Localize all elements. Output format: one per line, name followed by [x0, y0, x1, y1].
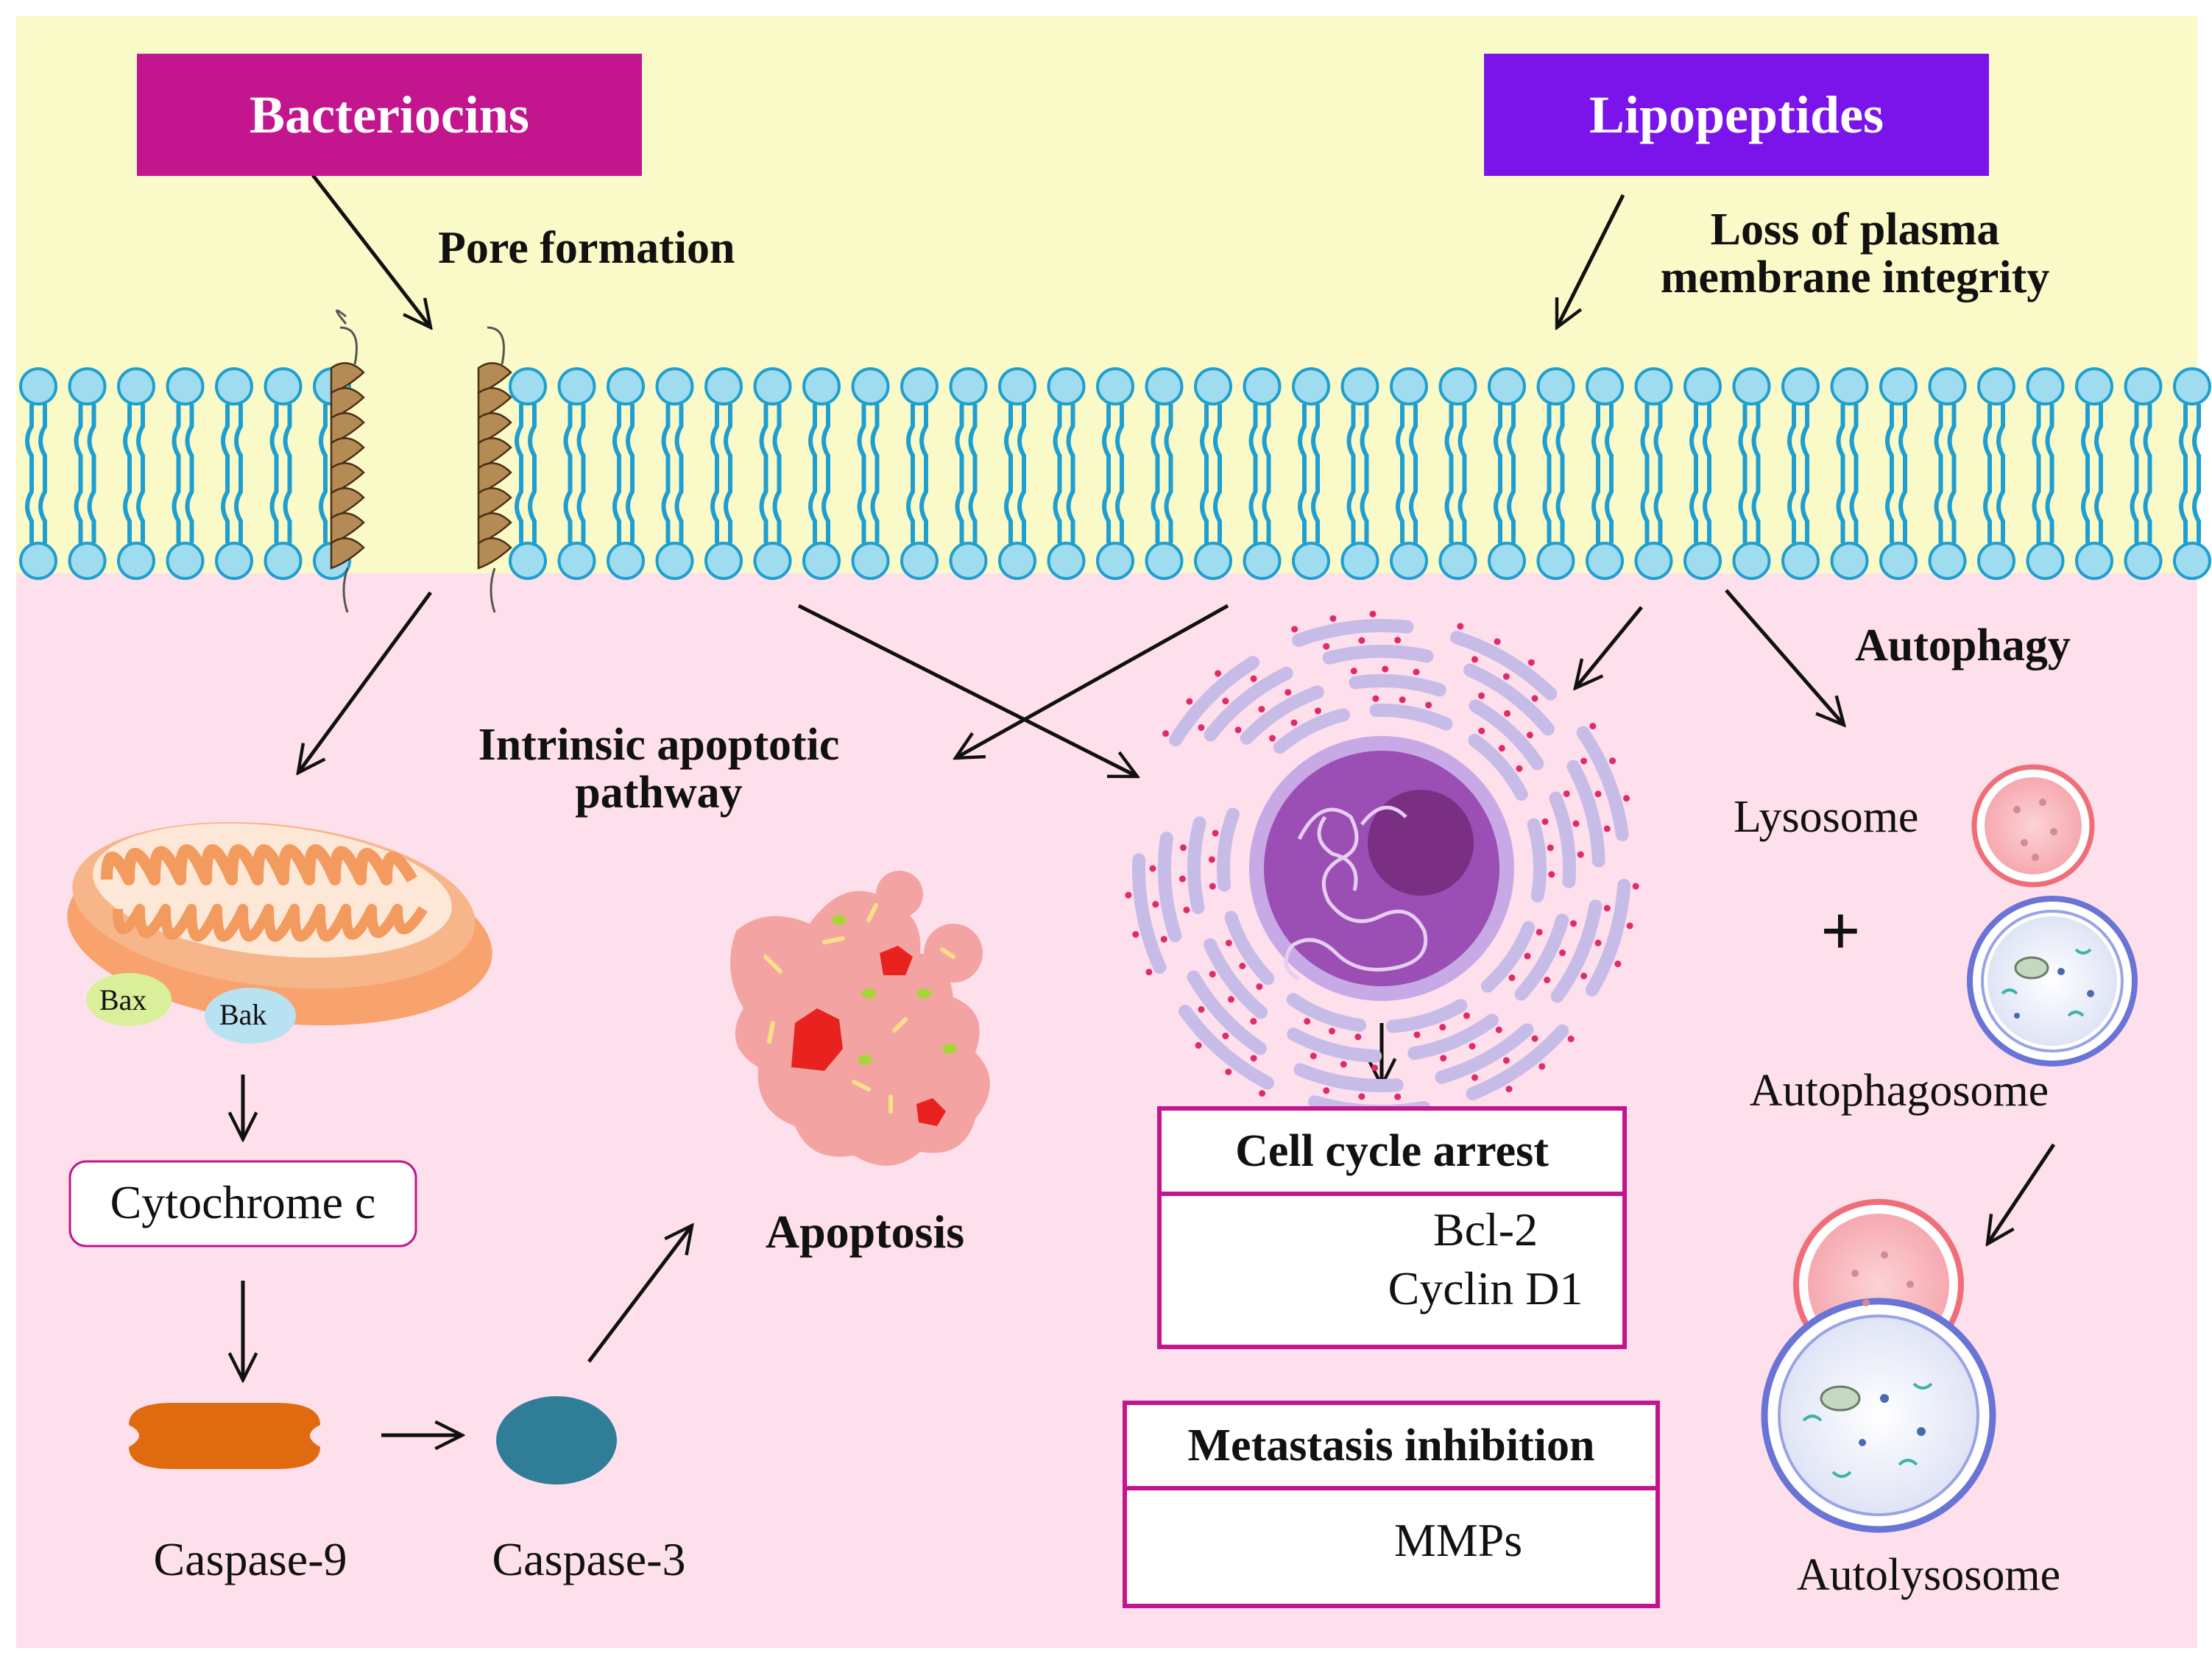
phospholipid [1683, 367, 1722, 580]
phospholipid [998, 367, 1036, 580]
lysosome-label: Lysosome [1734, 792, 1919, 842]
pore-formation-label: Pore formation [438, 223, 735, 273]
bax-label: Bax [99, 983, 147, 1016]
phospholipid [1879, 367, 1918, 580]
phospholipid [264, 367, 303, 580]
lipopeptides-label: Lipopeptides [1589, 85, 1884, 144]
cell-cycle-item-cyclin: Cyclin D1 [1388, 1262, 1583, 1315]
lipid-bilayer [19, 367, 2211, 580]
apoptotic-cell-graphic [730, 871, 990, 1166]
pore-helix-left [336, 309, 347, 325]
phospholipid [1292, 367, 1330, 580]
autophagy-label: Autophagy [1855, 620, 2071, 671]
membrane-integrity-line1: Loss of plasma [1710, 205, 2000, 255]
phospholipid [68, 367, 107, 580]
phospholipid [1586, 367, 1624, 580]
caspase-9-shape [129, 1403, 320, 1469]
phospholipid [704, 367, 743, 580]
plus-sign: + [1820, 891, 1861, 970]
bacteriocins-box: Bacteriocins [137, 54, 642, 176]
caspase-3-shape [496, 1396, 617, 1485]
phospholipid [802, 367, 841, 580]
cytochrome-c-label: Cytochrome c [110, 1176, 376, 1228]
arrow-lipopeptides-membrane [1555, 194, 1625, 328]
phospholipid [1096, 367, 1134, 580]
pore-helix-right [477, 326, 512, 613]
phospholipid [1928, 367, 1967, 580]
nucleus-er-graphic [1125, 610, 1639, 1127]
cell-cycle-header: Cell cycle arrest [1162, 1111, 1622, 1196]
autolysosome-label: Autolysosome [1796, 1550, 2061, 1600]
caspase-3-label: Caspase-3 [492, 1533, 686, 1585]
bacteriocins-label: Bacteriocins [250, 85, 529, 144]
phospholipid [1732, 367, 1771, 580]
phospholipid [2026, 367, 2065, 580]
phospholipid [753, 367, 792, 580]
phospholipid [851, 367, 890, 580]
phospholipid [2173, 367, 2211, 580]
autolysosome-graphic [1761, 1199, 1996, 1533]
phospholipid [1047, 367, 1086, 580]
intrinsic-pathway-line1: Intrinsic apoptotic [478, 720, 840, 770]
metastasis-header: Metastasis inhibition [1127, 1405, 1656, 1490]
mitochondrion-graphic [67, 821, 492, 1026]
arrow-bacteriocins-pore [311, 174, 431, 328]
phospholipid [1781, 367, 1820, 580]
phospholipid [1488, 367, 1526, 580]
phospholipid [949, 367, 988, 580]
lipopeptides-box: Lipopeptides [1484, 54, 1989, 176]
phospholipid [19, 367, 57, 580]
phospholipid [655, 367, 694, 580]
phospholipid [1194, 367, 1232, 580]
metastasis-box: Metastasis inhibition MMPs [1123, 1401, 1660, 1608]
phospholipid [1830, 367, 1869, 580]
phospholipid [1145, 367, 1184, 580]
caspase-9-label: Caspase-9 [153, 1533, 347, 1585]
phospholipid [1438, 367, 1477, 580]
membrane-integrity-line2: membrane integrity [1660, 252, 2050, 303]
lysosome-graphic [1971, 764, 2095, 888]
arrow-lipopeptides-nucleus [1575, 606, 1643, 688]
membrane-integrity-label: Loss of plasma membrane integrity [1619, 205, 2091, 303]
bak-label: Bak [219, 998, 267, 1031]
phospholipid [1634, 367, 1673, 580]
phospholipid [2124, 367, 2163, 580]
phospholipid [557, 367, 596, 580]
phospholipid [1536, 367, 1575, 580]
phospholipid [1340, 367, 1379, 580]
phospholipid [607, 367, 645, 580]
intrinsic-pathway-label: Intrinsic apoptotic pathway [449, 721, 869, 817]
phospholipid [1243, 367, 1282, 580]
phospholipid [1390, 367, 1428, 580]
phospholipid [117, 367, 155, 580]
arrow-autophagosome-autolysosome [1987, 1143, 2056, 1244]
arrow-lipopeptides-apoptosis [955, 604, 1229, 758]
cell-cycle-item-bcl2: Bcl-2 [1432, 1203, 1538, 1256]
cytochrome-box [68, 1160, 417, 1248]
metastasis-item-mmps: MMPs [1393, 1514, 1523, 1566]
autophagosome-label: Autophagosome [1749, 1066, 2049, 1116]
phospholipid [900, 367, 939, 580]
pore-helices [330, 326, 512, 613]
arrow-caspase3-apoptosis [587, 1225, 692, 1363]
arrow-pore-mitochondrion [298, 591, 433, 773]
bak-shape [205, 988, 296, 1044]
intrinsic-pathway-line2: pathway [575, 768, 743, 818]
phospholipid [166, 367, 205, 580]
phospholipid [215, 367, 253, 580]
bax-shape [86, 973, 172, 1026]
pore-helix-left [330, 326, 365, 613]
phospholipid [2075, 367, 2113, 580]
apoptosis-label: Apoptosis [765, 1206, 965, 1258]
cell-cycle-box: Cell cycle arrest Bcl-2 Cyclin D1 [1157, 1106, 1627, 1349]
phospholipid [1977, 367, 2015, 580]
arrow-bacteriocins-nucleus [797, 604, 1137, 779]
phospholipid [509, 367, 547, 580]
autophagosome-graphic [1967, 896, 2138, 1066]
arrow-autophagy [1725, 589, 1844, 725]
